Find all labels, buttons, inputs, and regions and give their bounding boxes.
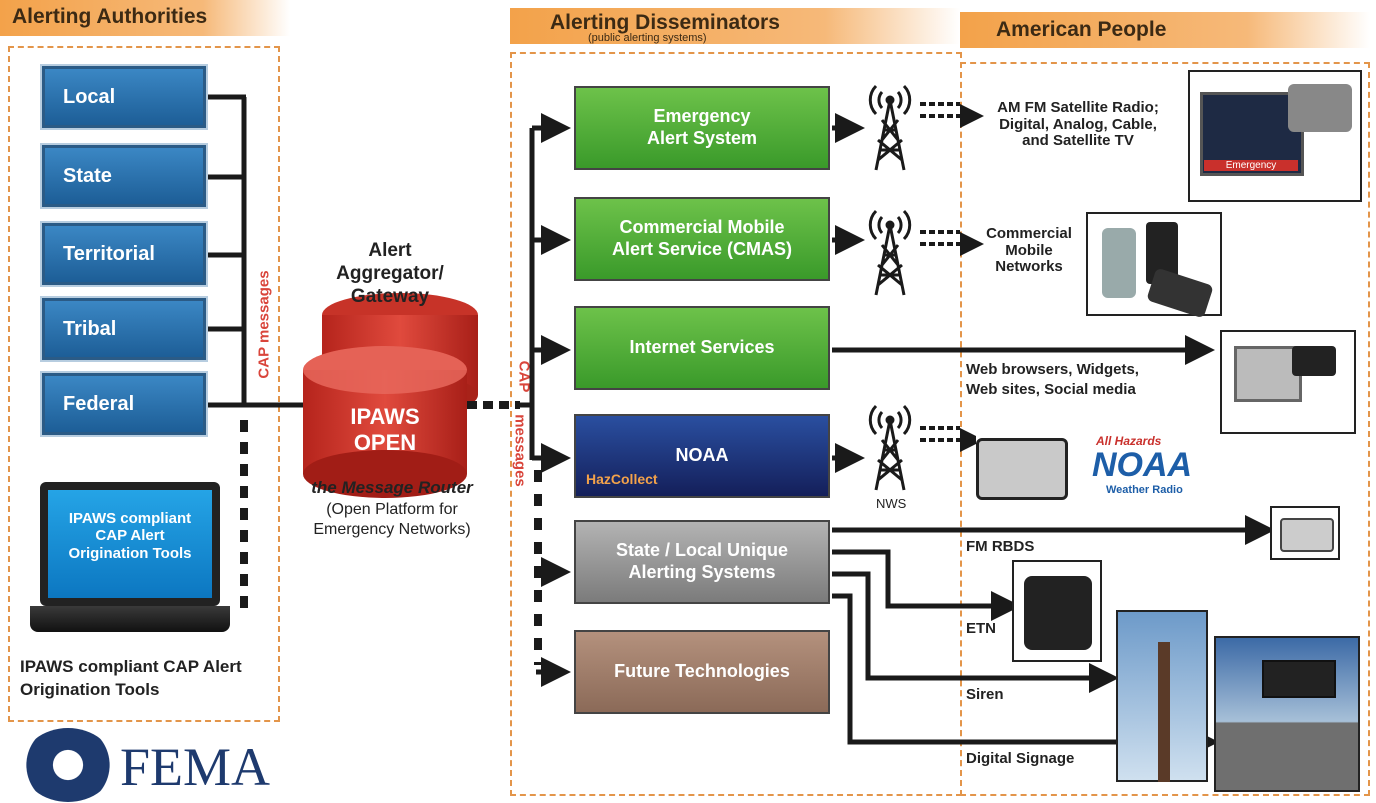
label-digital-signage: Digital Signage bbox=[966, 750, 1075, 767]
diss-emergency-alert-system[interactable]: Emergency Alert System bbox=[572, 84, 832, 172]
noaa-radio-image bbox=[976, 428, 1076, 500]
telephone-image bbox=[1012, 560, 1102, 662]
message-router-label: the Message Router bbox=[311, 478, 473, 497]
message-router-sub: (Open Platform for Emergency Networks) bbox=[313, 501, 471, 538]
header-alerting-disseminators: Alerting Disseminators (public alerting … bbox=[510, 8, 960, 44]
noaa-logo-sub: Weather Radio bbox=[1106, 484, 1183, 496]
laptop-screen-text: IPAWS compliant CAP Alert Origination To… bbox=[68, 510, 192, 562]
hazcollect-label: HazCollect bbox=[586, 471, 658, 488]
authority-label: Tribal bbox=[63, 318, 117, 340]
noaa-logo-top: All Hazards bbox=[1096, 434, 1162, 448]
noaa-logo-main: NOAA bbox=[1092, 446, 1193, 484]
label-radio-tv: AM FM Satellite Radio; Digital, Analog, … bbox=[997, 99, 1159, 149]
header-american-people: American People bbox=[960, 12, 1370, 48]
fema-logo: FEMA bbox=[120, 737, 271, 797]
header-authorities-title: Alerting Authorities bbox=[12, 5, 208, 28]
authorities-panel bbox=[8, 46, 280, 722]
authority-label: State bbox=[63, 165, 112, 187]
header-alerting-authorities: Alerting Authorities bbox=[0, 0, 290, 36]
header-disseminators-title: Alerting Disseminators bbox=[550, 11, 780, 34]
laptop-icon: IPAWS compliant CAP Alert Origination To… bbox=[30, 482, 230, 642]
nws-label: NWS bbox=[876, 496, 907, 511]
diss-noaa[interactable]: NOAA HazCollect bbox=[572, 412, 832, 500]
diss-label: Commercial Mobile Alert Service (CMAS) bbox=[611, 217, 793, 259]
authority-federal[interactable]: Federal bbox=[40, 371, 208, 437]
noaa-logo: All Hazards NOAA Weather Radio bbox=[1088, 408, 1198, 518]
authority-label: Federal bbox=[63, 393, 135, 415]
mobile-phones-image bbox=[1086, 212, 1222, 319]
diss-cmas[interactable]: Commercial Mobile Alert Service (CMAS) bbox=[572, 195, 832, 283]
diss-label: Future Technologies bbox=[614, 661, 790, 682]
authority-tribal[interactable]: Tribal bbox=[40, 296, 208, 362]
diss-label: State / Local Unique Alerting Systems bbox=[615, 540, 789, 582]
label-fm-rbds: FM RBDS bbox=[966, 538, 1035, 555]
aggregator-title: Alert Aggregator/ Gateway bbox=[336, 240, 444, 307]
computer-image bbox=[1220, 330, 1356, 434]
authority-label: Territorial bbox=[63, 243, 155, 265]
diss-state-local[interactable]: State / Local Unique Alerting Systems bbox=[572, 518, 832, 606]
diss-future-technologies[interactable]: Future Technologies bbox=[572, 628, 832, 716]
dhs-seal-icon bbox=[22, 728, 114, 802]
tv-emergency-banner: Emergency bbox=[1204, 160, 1298, 171]
diss-label: Internet Services bbox=[629, 337, 775, 358]
label-siren: Siren bbox=[966, 686, 1004, 703]
tv-radio-image: Emergency bbox=[1188, 70, 1362, 202]
diss-internet-services[interactable]: Internet Services bbox=[572, 304, 832, 392]
diss-label: Emergency Alert System bbox=[646, 106, 758, 148]
open-label: OPEN bbox=[353, 430, 417, 455]
cap-messages-right: CAP messages bbox=[511, 360, 533, 487]
authority-state[interactable]: State bbox=[40, 143, 208, 209]
authority-local[interactable]: Local bbox=[40, 64, 208, 130]
laptop-caption: IPAWS compliant CAP Alert Origination To… bbox=[20, 657, 242, 699]
tower-icons bbox=[868, 84, 912, 491]
ipaws-label: IPAWS bbox=[350, 404, 420, 429]
authority-territorial[interactable]: Territorial bbox=[40, 221, 208, 287]
diss-label: NOAA bbox=[675, 445, 729, 466]
label-etn: ETN bbox=[966, 620, 996, 637]
siren-image bbox=[1116, 610, 1208, 782]
header-people-title: American People bbox=[996, 18, 1167, 41]
ipaws-open-cylinder bbox=[303, 293, 478, 498]
label-web: Web browsers, Widgets, Web sites, Social… bbox=[966, 361, 1139, 398]
fm-radio-image bbox=[1270, 506, 1340, 560]
header-disseminators-subtitle: (public alerting systems) bbox=[588, 32, 707, 44]
authority-label: Local bbox=[63, 86, 116, 108]
cap-messages-left: CAP messages bbox=[255, 270, 273, 379]
label-mobile-networks: Commercial Mobile Networks bbox=[986, 225, 1072, 275]
signage-image bbox=[1214, 636, 1360, 792]
